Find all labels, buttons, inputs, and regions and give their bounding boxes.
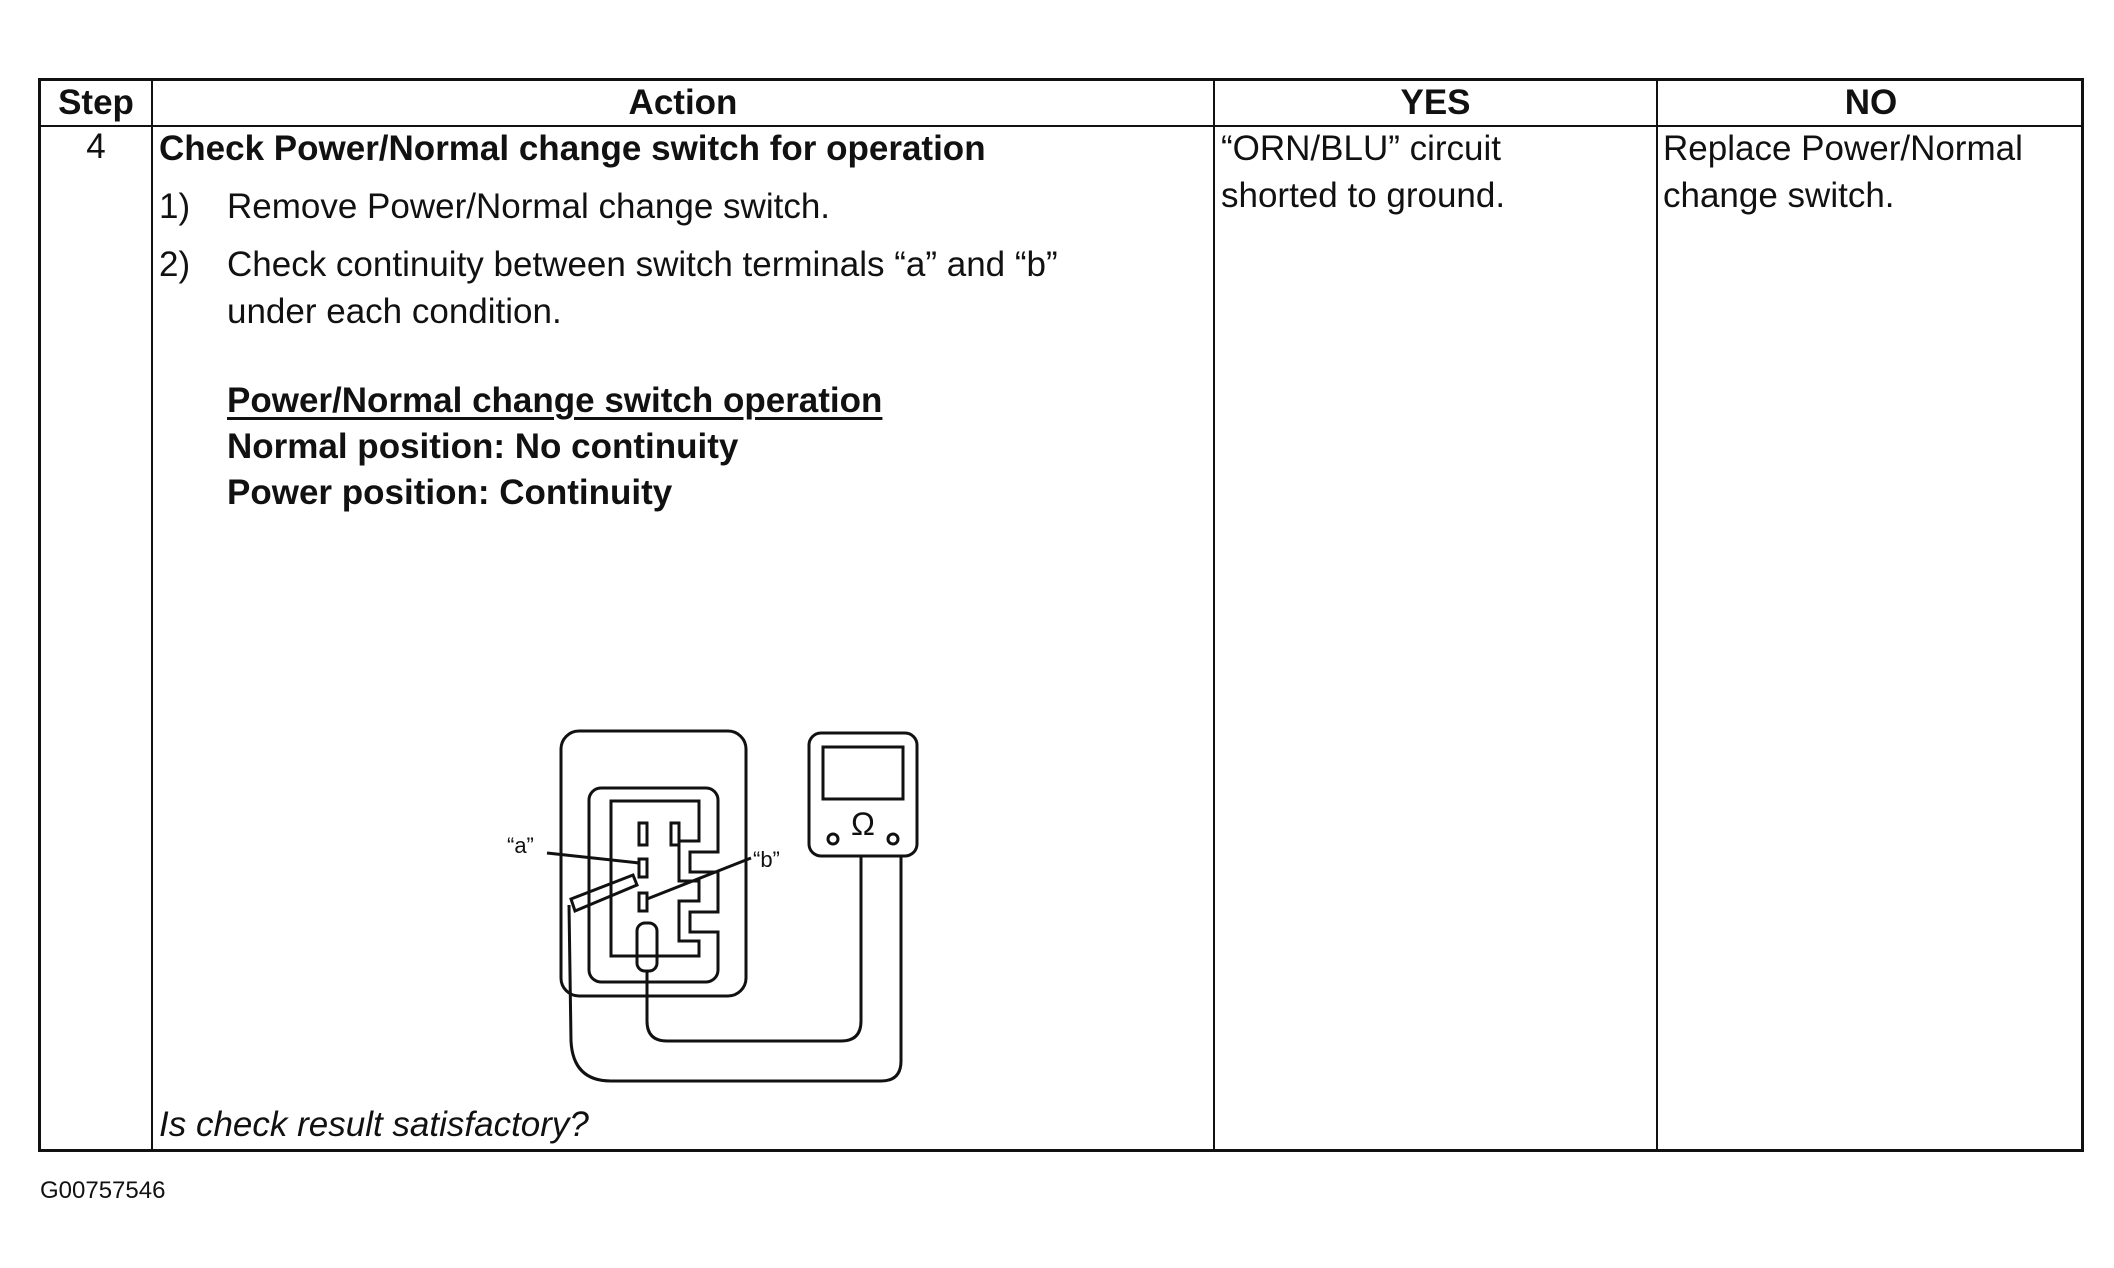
header-divider — [41, 125, 2081, 127]
ohmmeter-jack — [826, 832, 840, 846]
step-1-text: Remove Power/Normal change switch. — [227, 187, 831, 226]
spec-normal-position: Normal position: No continuity — [227, 427, 739, 466]
terminal-slot — [637, 821, 649, 847]
column-divider — [151, 81, 153, 1149]
step-2-text: Check continuity between switch terminal… — [227, 241, 1058, 335]
switch-housing — [559, 729, 748, 998]
terminal-a-label: “a” — [507, 833, 534, 858]
yes-result: “ORN/BLU” circuit shorted to ground. — [1221, 125, 1505, 219]
probe-a — [569, 873, 639, 914]
test-lead-a — [567, 856, 903, 1083]
terminal-b-label: “b” — [753, 847, 780, 872]
leader-line-a — [546, 851, 640, 865]
ohm-symbol-icon: Ω — [851, 806, 875, 842]
action-step-1: 1) Remove Power/Normal change switch. — [159, 183, 830, 230]
column-divider — [1213, 81, 1215, 1149]
ohmmeter — [807, 731, 919, 858]
spec-title: Power/Normal change switch operation — [227, 381, 883, 420]
no-result: Replace Power/Normal change switch. — [1663, 125, 2023, 219]
header-action: Action — [628, 83, 738, 122]
switch-connector — [587, 786, 720, 984]
yes-result-line2: shorted to ground. — [1221, 176, 1506, 215]
terminal-b — [637, 891, 649, 913]
header-step: Step — [58, 83, 134, 122]
step-2-number: 2) — [159, 245, 191, 284]
yes-result-line1: “ORN/BLU” circuit — [1221, 129, 1502, 168]
check-question: Is check result satisfactory? — [159, 1105, 589, 1144]
header-yes: YES — [1400, 83, 1471, 122]
ohmmeter-display — [821, 745, 905, 801]
header-no: NO — [1844, 83, 1898, 122]
action-title: Check Power/Normal change switch for ope… — [159, 129, 986, 168]
action-step-2: 2) Check continuity between switch termi… — [159, 241, 1058, 335]
step-number: 4 — [86, 127, 106, 166]
test-lead-b — [645, 856, 863, 1043]
leader-line-b — [646, 856, 752, 901]
diagnostic-table: Step Action YES NO 4 Check Power/Normal … — [38, 78, 2084, 1152]
spec-power-position: Power position: Continuity — [227, 473, 673, 512]
no-result-line1: Replace Power/Normal — [1663, 129, 2023, 168]
ohmmeter-jack — [886, 832, 900, 846]
probe-b — [635, 921, 659, 973]
step-2-text-line2: under each condition. — [227, 292, 562, 331]
terminal-a — [637, 857, 649, 879]
step-1-number: 1) — [159, 187, 191, 226]
step-2-text-line1: Check continuity between switch terminal… — [227, 245, 1058, 284]
switch-connector-inner — [609, 799, 701, 958]
no-result-line2: change switch. — [1663, 176, 1895, 215]
continuity-test-diagram: “a” “b” Ω — [507, 729, 919, 1083]
terminal-slot — [669, 821, 681, 847]
column-divider — [1656, 81, 1658, 1149]
figure-id: G00757546 — [40, 1177, 166, 1204]
